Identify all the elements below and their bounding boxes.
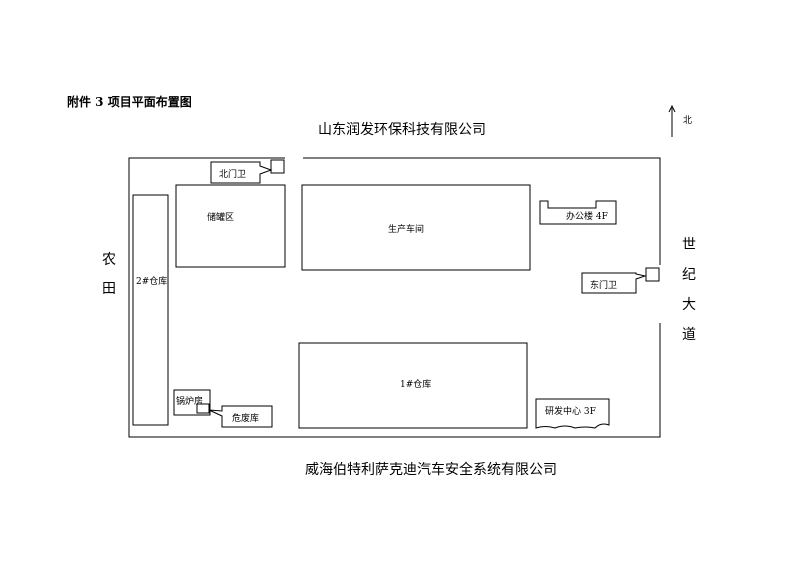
office-building xyxy=(539,200,617,225)
east-gate-callout xyxy=(581,267,660,294)
north-gate-label: 北门卫 xyxy=(219,170,247,180)
storage-tank-label: 储罐区 xyxy=(207,213,235,223)
east-char: 大 xyxy=(682,297,696,313)
workshop-label: 生产车间 xyxy=(388,225,425,235)
north-gate-callout xyxy=(210,159,285,184)
west-neighbor-label: 农 田 xyxy=(99,246,119,304)
east-neighbor-label: 世 纪 大 道 xyxy=(679,230,699,350)
rd-center-label: 研发中心 3F xyxy=(545,407,596,417)
west-char: 农 xyxy=(102,252,116,268)
warehouse2-building xyxy=(132,194,169,426)
east-char: 纪 xyxy=(682,267,696,283)
hazardous-waste-callout xyxy=(208,405,273,428)
east-gate-label: 东门卫 xyxy=(590,281,618,291)
office-label: 办公楼 4F xyxy=(566,212,608,222)
boiler-room xyxy=(173,389,211,416)
south-neighbor-label: 威海伯特利萨克迪汽车安全系统有限公司 xyxy=(305,462,557,478)
east-char: 道 xyxy=(682,327,696,343)
boiler-room-label: 锅炉房 xyxy=(176,397,204,407)
site-boundary xyxy=(128,157,661,438)
warehouse2-label: 2#仓库 xyxy=(136,277,168,287)
north-neighbor-label: 山东润发环保科技有限公司 xyxy=(318,122,486,138)
figure-title: 附件 3 项目平面布置图 xyxy=(67,95,192,109)
north-arrow-icon xyxy=(668,104,676,137)
warehouse1-label: 1#仓库 xyxy=(400,380,432,390)
hazardous-waste-label: 危废库 xyxy=(232,414,260,424)
rd-center-building xyxy=(535,398,610,429)
storage-tank-area xyxy=(175,184,286,268)
warehouse1-building xyxy=(298,342,528,429)
workshop-building xyxy=(301,184,531,271)
north-label: 北 xyxy=(683,116,693,126)
west-char: 田 xyxy=(102,281,116,297)
east-char: 世 xyxy=(682,237,696,253)
